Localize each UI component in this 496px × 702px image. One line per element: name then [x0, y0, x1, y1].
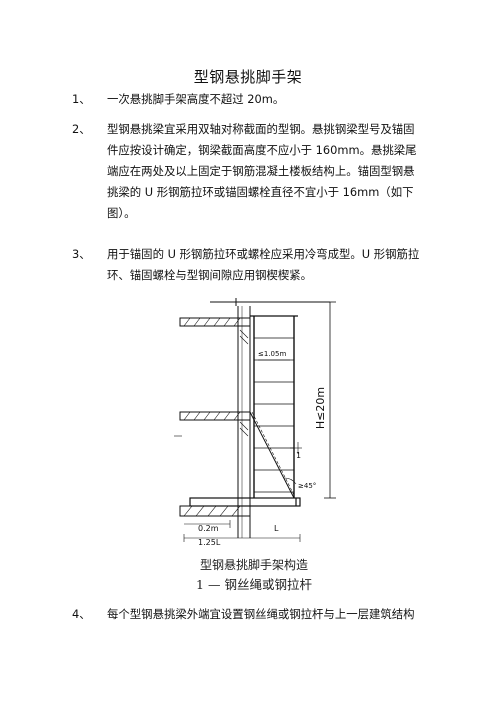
- item-line: 每个型钢悬挑梁外端宜设置钢丝绳或钢拉杆与上一层建筑结构: [107, 607, 415, 621]
- item-line: 挑梁的 U 形钢筋拉环或锚固螺栓直径不宜小于 16mm（如下: [107, 185, 414, 199]
- document-title: 型钢悬挑脚手架: [193, 68, 303, 86]
- item-number: 1、: [72, 92, 91, 106]
- scaffold-structure-diagram: ≤1.05m H≤20m 1 ≥45° 0.2m 1.25L L: [174, 298, 336, 547]
- tie-number-label: 1: [296, 451, 301, 460]
- cantilever-steel-beam: [189, 497, 301, 507]
- item-line: 型钢悬挑梁宜采用双轴对称截面的型钢。悬挑钢梁型号及锚固: [107, 122, 415, 136]
- item-line: 图）。: [107, 206, 136, 220]
- length-label: 1.25L: [198, 538, 221, 547]
- figure-legend: 1 — 钢丝绳或钢拉杆: [196, 577, 312, 592]
- item-line: 用于锚固的 U 形钢筋拉环或螺栓应采用冷弯成型。U 形钢筋拉: [107, 247, 420, 261]
- item-number: 3、: [72, 247, 91, 261]
- item-line: 件应按设计确定，钢梁截面高度不应小于 160mm。悬挑梁尾: [107, 143, 417, 157]
- item-number: 2、: [72, 122, 91, 136]
- height-label: H≤20m: [314, 387, 327, 429]
- item-number: 4、: [72, 607, 91, 621]
- spacing-label: ≤1.05m: [258, 350, 286, 358]
- floor-slab-middle: [179, 411, 251, 421]
- steel-wire-rope: [249, 411, 295, 499]
- angle-label: ≥45°: [298, 482, 316, 490]
- item-line: 环、锚固螺栓与型钢间隙应用钢楔楔紧。: [107, 268, 313, 282]
- item-line: 端应在两处及以上固定于钢筋混凝土楼板结构上。锚固型钢悬: [107, 164, 415, 178]
- item-line: 一次悬挑脚手架高度不超过 20m。: [107, 92, 285, 106]
- figure-caption: 型钢悬挑脚手架构造: [199, 558, 308, 572]
- span-label: L: [274, 524, 279, 533]
- gap-label: 0.2m: [198, 524, 219, 533]
- floor-slab-top: [179, 317, 251, 327]
